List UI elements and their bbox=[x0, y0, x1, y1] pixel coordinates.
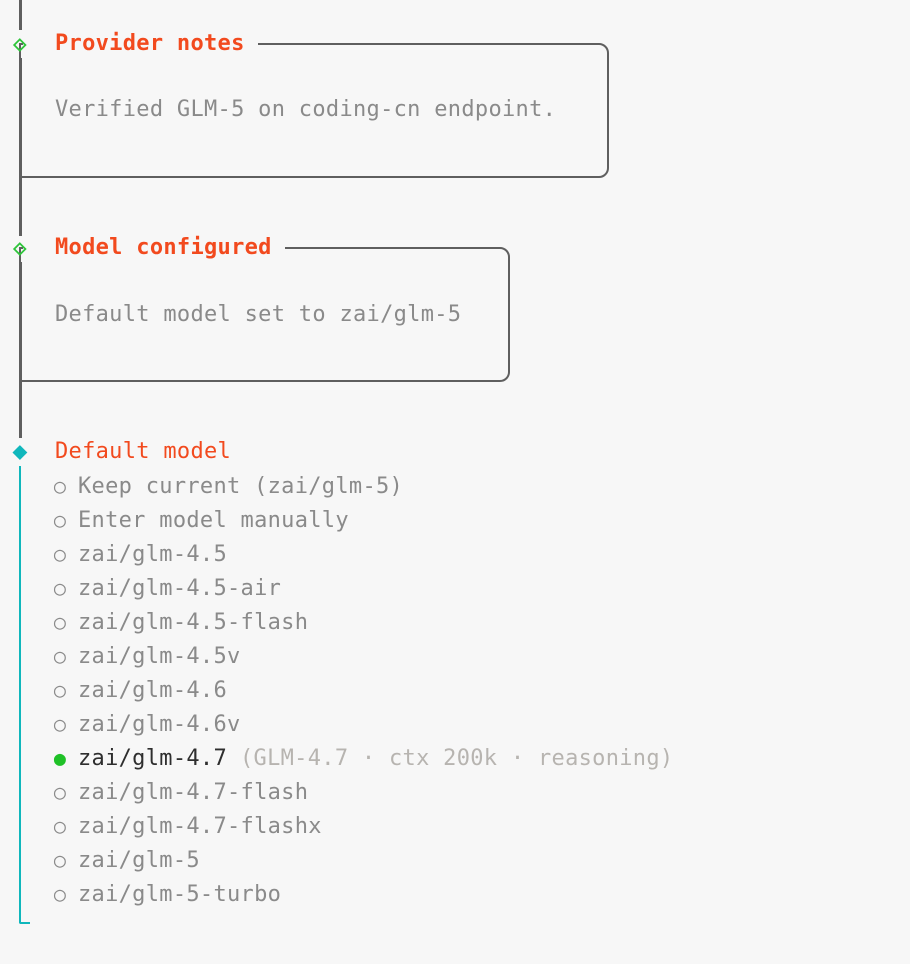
model-option-label: zai/glm-4.5-air bbox=[78, 575, 282, 601]
model-option-row[interactable]: ○ zai/glm-4.7-flash bbox=[42, 775, 673, 809]
model-option-label: zai/glm-4.7 bbox=[78, 745, 227, 771]
model-option-label: zai/glm-4.6 bbox=[78, 677, 227, 703]
model-option-label: Keep current (zai/glm-5) bbox=[78, 473, 404, 499]
model-configured-body: Default model set to zai/glm-5 bbox=[55, 302, 462, 327]
radio-unselected-icon: ○ bbox=[53, 678, 67, 702]
timeline-rail-active bbox=[19, 466, 30, 924]
model-option-row[interactable]: ○ zai/glm-4.7-flashx bbox=[42, 809, 673, 843]
model-option-label: zai/glm-4.7-flash bbox=[78, 779, 309, 805]
radio-unselected-icon: ○ bbox=[53, 508, 67, 532]
model-option-label: Enter model manually bbox=[78, 507, 349, 533]
radio-unselected-icon: ○ bbox=[53, 712, 67, 736]
model-option-row[interactable]: ○ zai/glm-4.5-flash bbox=[42, 605, 673, 639]
default-model-title: Default model bbox=[55, 439, 232, 464]
model-option-row[interactable]: ○ zai/glm-4.6 bbox=[42, 673, 673, 707]
provider-notes-box bbox=[19, 43, 609, 178]
radio-selected-icon: ● bbox=[53, 746, 67, 770]
model-option-row[interactable]: ● zai/glm-4.7 (GLM-4.7 · ctx 200k · reason… bbox=[42, 741, 673, 775]
model-option-label: zai/glm-5 bbox=[78, 847, 200, 873]
model-option-row[interactable]: ○ zai/glm-5 bbox=[42, 843, 673, 877]
model-option-row[interactable]: ○ zai/glm-5-turbo bbox=[42, 877, 673, 911]
radio-unselected-icon: ○ bbox=[53, 610, 67, 634]
model-option-label: zai/glm-4.6v bbox=[78, 711, 241, 737]
step-active-icon: ◆ bbox=[12, 436, 28, 465]
model-configured-title: Model configured bbox=[55, 235, 272, 260]
model-option-label: zai/glm-4.7-flashx bbox=[78, 813, 322, 839]
box-title-gap bbox=[23, 245, 285, 253]
model-option-row[interactable]: ○ zai/glm-4.5 bbox=[42, 537, 673, 571]
model-options-list: ○ Keep current (zai/glm-5) ○ Enter model ma… bbox=[42, 469, 673, 911]
step-completed-icon: ◇ bbox=[12, 31, 28, 57]
radio-unselected-icon: ○ bbox=[53, 814, 67, 838]
radio-unselected-icon: ○ bbox=[53, 474, 67, 498]
model-option-label: zai/glm-5-turbo bbox=[78, 881, 282, 907]
model-option-row[interactable]: ○ zai/glm-4.6v bbox=[42, 707, 673, 741]
provider-notes-title: Provider notes bbox=[55, 31, 245, 56]
radio-unselected-icon: ○ bbox=[53, 542, 67, 566]
model-option-row[interactable]: ○ Enter model manually bbox=[42, 503, 673, 537]
radio-unselected-icon: ○ bbox=[53, 882, 67, 906]
timeline-rail bbox=[19, 0, 22, 30]
model-option-label: zai/glm-4.5-flash bbox=[78, 609, 309, 635]
box-title-gap bbox=[23, 41, 258, 49]
model-option-row[interactable]: ○ zai/glm-4.5-air bbox=[42, 571, 673, 605]
model-option-hint: (GLM-4.7 · ctx 200k · reasoning) bbox=[240, 745, 674, 771]
radio-unselected-icon: ○ bbox=[53, 848, 67, 872]
model-option-row[interactable]: ○ Keep current (zai/glm-5) bbox=[42, 469, 673, 503]
step-completed-icon: ◇ bbox=[12, 235, 28, 261]
radio-unselected-icon: ○ bbox=[53, 780, 67, 804]
provider-notes-body: Verified GLM-5 on coding-cn endpoint. bbox=[55, 97, 557, 122]
radio-unselected-icon: ○ bbox=[53, 644, 67, 668]
model-option-row[interactable]: ○ zai/glm-4.5v bbox=[42, 639, 673, 673]
model-option-label: zai/glm-4.5v bbox=[78, 643, 241, 669]
model-option-label: zai/glm-4.5 bbox=[78, 541, 227, 567]
radio-unselected-icon: ○ bbox=[53, 576, 67, 600]
